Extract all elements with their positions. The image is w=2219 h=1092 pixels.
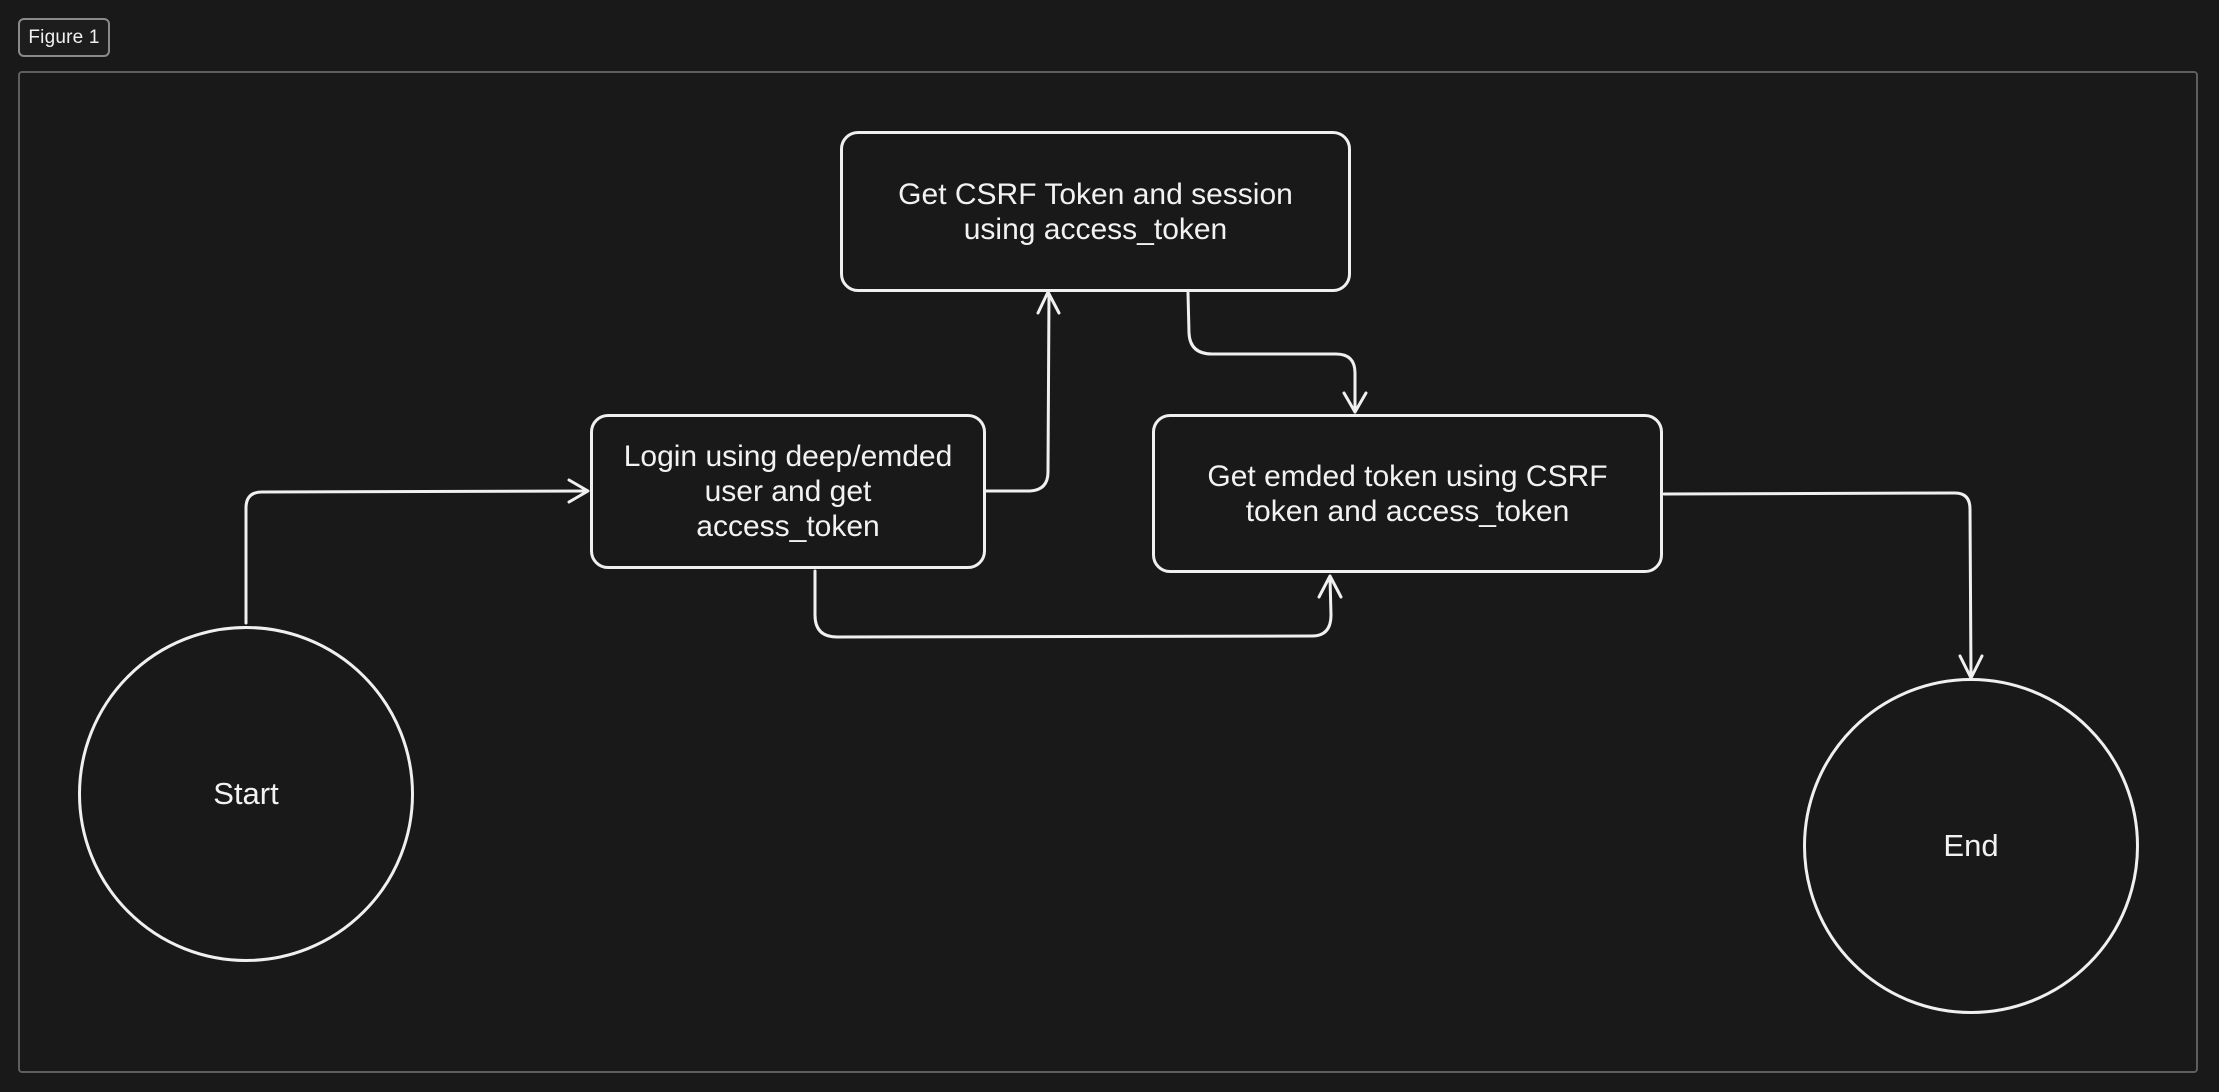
edge-login-to-embed xyxy=(813,569,1333,639)
node-label: Login using deep/emded user and get acce… xyxy=(623,440,953,543)
diagram-frame xyxy=(18,71,2198,1073)
edge-login-to-csrf xyxy=(983,292,1051,493)
node-get-csrf-token[interactable]: Get CSRF Token and session using access_… xyxy=(840,131,1351,292)
node-label: Get emded token using CSRF token and acc… xyxy=(1207,459,1608,528)
node-login[interactable]: Login using deep/emded user and get acce… xyxy=(590,414,986,569)
node-start[interactable]: Start xyxy=(78,626,414,962)
edge-start-to-login xyxy=(244,489,589,625)
arrowhead-login-from-start xyxy=(567,478,590,504)
edge-csrf-to-embed xyxy=(1186,291,1357,414)
edge-embed-to-end xyxy=(1662,491,1973,679)
arrowhead-embed-from-csrf xyxy=(1342,391,1368,414)
arrowhead-csrf-from-login xyxy=(1036,290,1061,315)
node-label: End xyxy=(1943,828,1999,863)
node-get-embed-token[interactable]: Get emded token using CSRF token and acc… xyxy=(1152,414,1663,573)
arrowhead-embed-from-login xyxy=(1317,574,1343,599)
figure-tab[interactable]: Figure 1 xyxy=(18,18,110,57)
node-label: Start xyxy=(213,776,279,811)
node-end[interactable]: End xyxy=(1803,678,2139,1014)
node-label: Get CSRF Token and session using access_… xyxy=(898,177,1293,246)
